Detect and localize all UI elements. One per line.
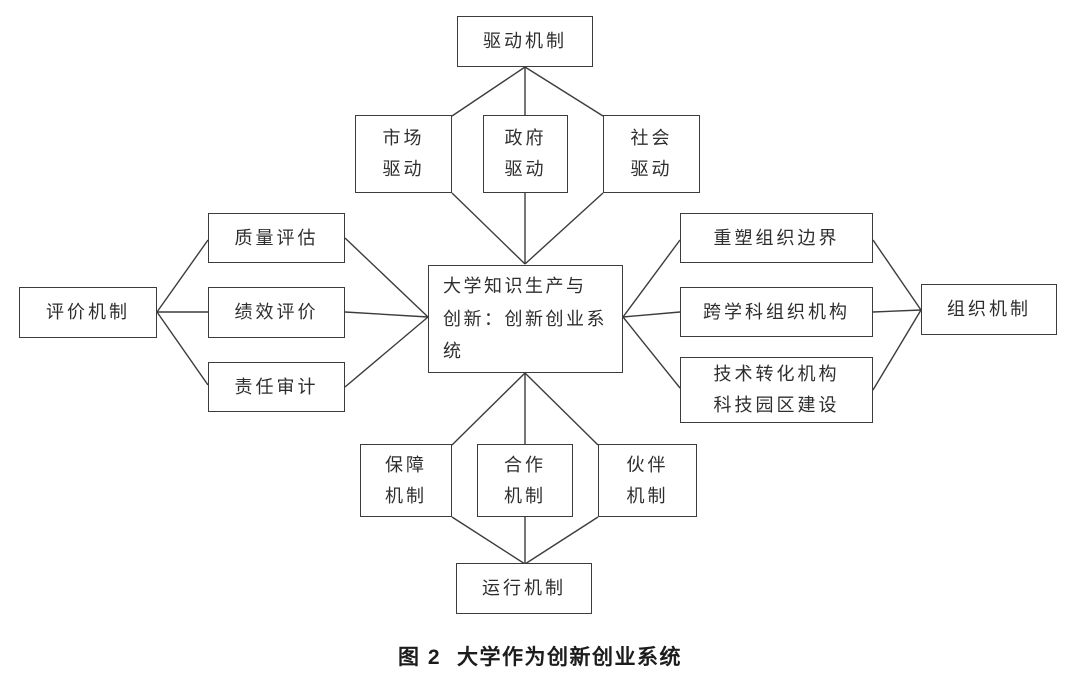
edge-market-core: [451, 192, 526, 265]
edge-perf-core: [344, 311, 429, 318]
node-tech: 技术转化机构 科技园区建设: [680, 357, 873, 423]
figure-caption: 图 2 大学作为创新创业系统: [0, 641, 1080, 671]
edge-drive-social: [524, 66, 604, 117]
node-gov: 政府 驱动: [483, 115, 568, 193]
node-inter: 跨学科组织机构: [680, 287, 873, 337]
edge-audit-core: [344, 316, 429, 388]
figure-caption-title: 大学作为创新创业系统: [457, 646, 682, 669]
edge-inter-org: [872, 309, 922, 313]
node-audit: 责任审计: [208, 362, 345, 412]
edge-partner-run: [524, 516, 599, 565]
node-quality: 质量评估: [208, 213, 345, 263]
edge-eval-quality: [156, 239, 209, 313]
node-coop: 合作 机制: [477, 444, 573, 517]
edge-core-guarantee: [451, 372, 526, 446]
node-core: 大学知识生产与 创新：创新创业系 统: [428, 265, 623, 373]
node-social: 社会 驱动: [603, 115, 700, 193]
edge-core-tech: [622, 316, 681, 389]
node-perf: 绩效评价: [208, 287, 345, 338]
edge-core-inter: [622, 311, 681, 318]
node-partner: 伙伴 机制: [598, 444, 697, 517]
edge-eval-audit: [156, 311, 209, 386]
edge-core-partner: [524, 372, 599, 446]
node-run: 运行机制: [456, 563, 592, 614]
edge-core-reshape: [622, 239, 681, 318]
edge-quality-core: [344, 237, 429, 318]
node-guarantee: 保障 机制: [360, 444, 452, 517]
edge-social-core: [524, 192, 604, 265]
node-reshape: 重塑组织边界: [680, 213, 873, 263]
node-drive: 驱动机制: [457, 16, 593, 67]
node-eval: 评价机制: [19, 287, 157, 338]
edge-reshape-org: [872, 239, 922, 311]
edge-guarantee-run: [451, 516, 526, 565]
edge-drive-market: [451, 66, 526, 117]
edge-tech-org: [872, 309, 922, 391]
node-org: 组织机制: [921, 284, 1057, 335]
node-market: 市场 驱动: [355, 115, 452, 193]
figure-caption-label: 图 2: [397, 646, 441, 669]
